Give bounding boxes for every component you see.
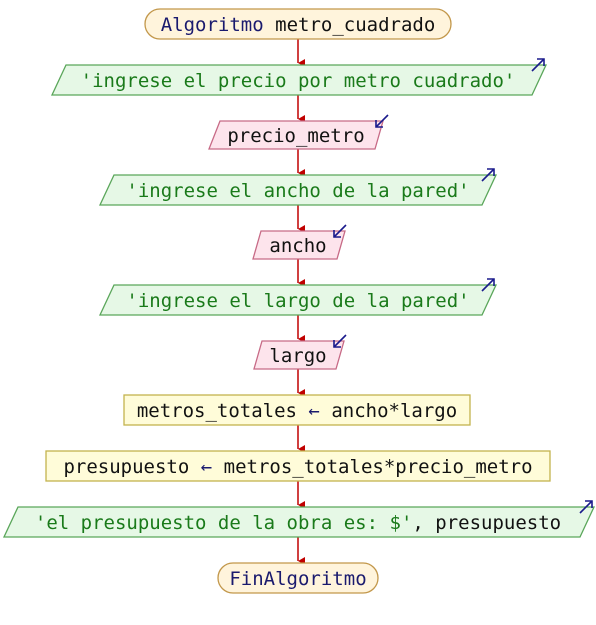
output-step: 'ingrese el precio por metro cuadrado'	[50, 58, 548, 96]
output-variable: , presupuesto	[412, 512, 561, 534]
input-arrow-icon	[375, 114, 389, 128]
start-node: Algoritmo metro_cuadrado	[144, 8, 452, 40]
input-variable: ancho	[269, 235, 326, 257]
start-keyword: Algoritmo	[161, 14, 264, 36]
input-variable: largo	[269, 345, 326, 367]
input-parallelogram	[252, 230, 346, 260]
input-step: precio_metro	[208, 114, 389, 150]
output-text: 'el presupuesto de la obra es: $', presu…	[35, 512, 561, 534]
input-parallelogram	[208, 120, 384, 150]
algorithm-name: metro_cuadrado	[275, 14, 435, 36]
input-step: largo	[253, 334, 347, 370]
process-box	[45, 450, 551, 482]
process-step: metros_totales ← ancho*largo	[123, 394, 471, 426]
output-step: 'ingrese el ancho de la pared'	[98, 168, 498, 206]
start-terminal-shape	[144, 8, 452, 40]
assign-arrow: ←	[308, 400, 319, 422]
assign-arrow: ←	[201, 456, 212, 478]
output-parallelogram	[98, 284, 498, 316]
output-string: 'el presupuesto de la obra es: $'	[35, 512, 413, 534]
process-box	[123, 394, 471, 426]
assignment-text: metros_totales ← ancho*largo	[137, 400, 457, 422]
output-arrow-icon	[481, 278, 495, 292]
output-arrow-icon	[531, 58, 545, 72]
output-parallelogram	[50, 64, 548, 96]
output-step: 'el presupuesto de la obra es: $', presu…	[2, 500, 596, 538]
output-step: 'ingrese el largo de la pared'	[98, 278, 498, 316]
input-arrow-icon	[333, 334, 347, 348]
assign-expression: ancho*largo	[331, 400, 457, 422]
output-text: 'ingrese el largo de la pared'	[126, 290, 469, 312]
assignment-text: presupuesto ← metros_totales*precio_metr…	[63, 456, 532, 478]
input-step: ancho	[252, 224, 347, 260]
end-terminal-shape	[217, 562, 379, 594]
assign-target: metros_totales	[137, 400, 297, 422]
output-text: 'ingrese el ancho de la pared'	[126, 180, 469, 202]
assign-expression: metros_totales*precio_metro	[224, 456, 533, 478]
input-arrow-icon	[333, 224, 347, 238]
process-step: presupuesto ← metros_totales*precio_metr…	[45, 450, 551, 482]
start-label: Algoritmo metro_cuadrado	[161, 14, 436, 36]
end-node: FinAlgoritmo	[217, 562, 379, 594]
input-parallelogram	[253, 340, 345, 370]
output-text: 'ingrese el precio por metro cuadrado'	[81, 70, 516, 92]
output-arrow-icon	[579, 500, 593, 514]
end-label: FinAlgoritmo	[229, 568, 366, 590]
output-parallelogram	[98, 174, 498, 206]
output-arrow-icon	[481, 168, 495, 182]
assign-target: presupuesto	[63, 456, 189, 478]
output-parallelogram	[2, 506, 596, 538]
input-variable: precio_metro	[227, 125, 364, 147]
